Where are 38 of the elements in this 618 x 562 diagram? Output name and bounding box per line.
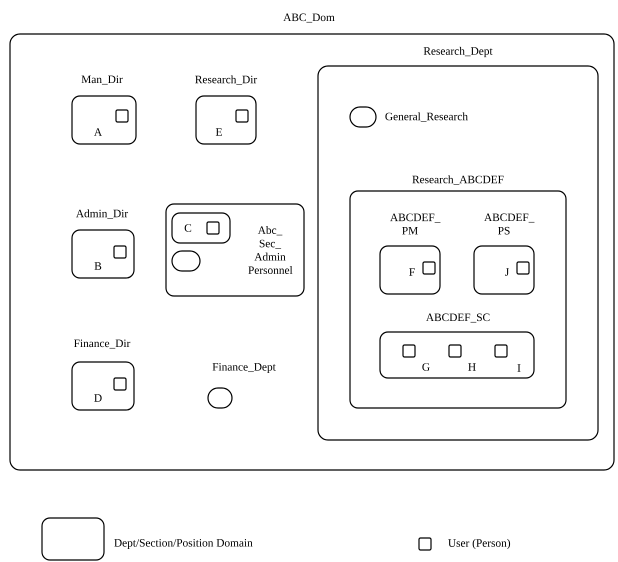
node-label: H [468, 363, 476, 371]
node-label: Research_Dir [195, 75, 258, 85]
labelled-oval: General_Research [349, 106, 468, 128]
node-label: Finance_Dir [74, 340, 130, 348]
user-square: A [94, 109, 129, 136]
node-label: D [94, 394, 102, 402]
legend-label: Dept/Section/Position Domain [114, 539, 253, 549]
node-label: ABCDEF_ PM [390, 214, 440, 234]
node-label: Research_ABCDEF [412, 175, 504, 185]
node-label: Admin_Dir [76, 209, 128, 219]
node-label: B [94, 262, 102, 270]
user-square: F [409, 261, 436, 276]
domain-box: Finance_Dept [207, 363, 276, 409]
domain-box [171, 212, 231, 244]
node-label: ABCDEF_SC [426, 314, 490, 322]
node-label: C [184, 224, 192, 232]
node-label: G [422, 363, 430, 371]
node-label: J [505, 268, 509, 276]
node-label: E [216, 128, 222, 136]
node-label: A [94, 128, 102, 136]
node-label: Research_Dept [424, 46, 493, 58]
node-label: F [409, 268, 415, 276]
node-label: I [518, 364, 520, 372]
user-square: D [94, 377, 127, 402]
node-label: General_Research [385, 112, 468, 122]
node-label: Man_Dir [82, 76, 123, 84]
user-square: B [94, 245, 127, 270]
node-label: Finance_Dept [212, 363, 276, 373]
oval-domain [171, 250, 201, 272]
user-square: H [448, 344, 476, 371]
user-square: E [216, 109, 249, 136]
legend-label: User (Person) [448, 538, 510, 550]
user-square: G [402, 344, 430, 371]
user-square: J [505, 261, 530, 276]
node-label: ABCDEF_ PS [484, 214, 534, 234]
user-square: C [184, 221, 220, 235]
user-square: I [494, 344, 520, 372]
node-label: ABC_Dom [283, 14, 335, 22]
